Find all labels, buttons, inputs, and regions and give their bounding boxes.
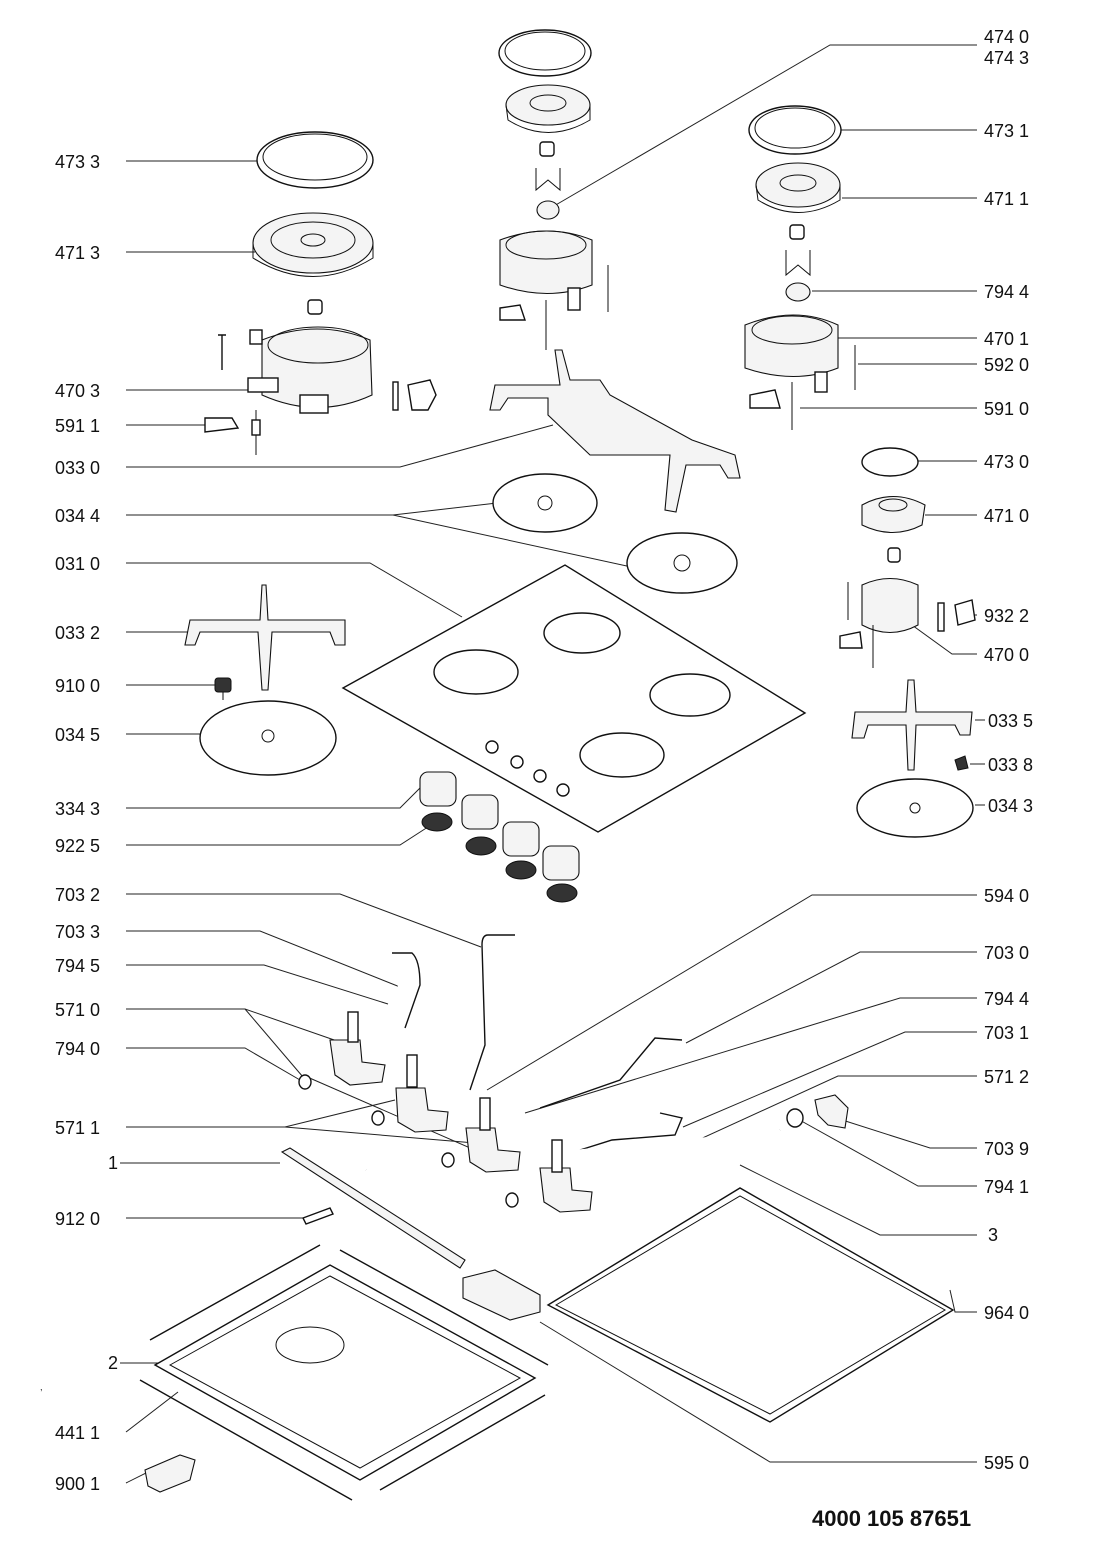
seal-964-0 bbox=[546, 1187, 955, 1423]
label-474-3: 474 3 bbox=[984, 48, 1029, 68]
label-794-4-a: 794 4 bbox=[984, 282, 1029, 302]
burner-cap-474 bbox=[498, 29, 592, 77]
clamp-900-1 bbox=[144, 1454, 196, 1493]
label-2: 2 bbox=[108, 1353, 118, 1373]
labels-left: 473 3 471 3 470 3 591 1 033 0 034 4 031 … bbox=[55, 152, 118, 1494]
burner-cap-473-3 bbox=[256, 131, 374, 189]
label-703-1: 703 1 bbox=[984, 1023, 1029, 1043]
label-592-0: 592 0 bbox=[984, 355, 1029, 375]
parts: , bbox=[40, 29, 976, 1501]
label-912-0: 912 0 bbox=[55, 1209, 100, 1229]
label-470-1: 470 1 bbox=[984, 329, 1029, 349]
burner-head-471-0 bbox=[861, 496, 926, 533]
knobs-334-3 bbox=[419, 771, 580, 881]
bottom-tray-2 bbox=[153, 1264, 537, 1481]
label-033-0: 033 0 bbox=[55, 458, 100, 478]
burner-cap-473-1 bbox=[748, 105, 842, 155]
pan-support-033-5 bbox=[851, 679, 973, 771]
label-703-3: 703 3 bbox=[55, 922, 100, 942]
label-922-5: 922 5 bbox=[55, 836, 100, 856]
label-794-1: 794 1 bbox=[984, 1177, 1029, 1197]
burner-head-474 bbox=[505, 84, 591, 133]
label-794-4-b: 794 4 bbox=[984, 989, 1029, 1009]
burner-body-470-0 bbox=[839, 577, 976, 668]
screw-912-0 bbox=[302, 1207, 334, 1225]
label-471-0: 471 0 bbox=[984, 506, 1029, 526]
label-034-3: 034 3 bbox=[988, 796, 1033, 816]
knob-bezels-922-5 bbox=[421, 812, 578, 903]
burner-tray-034-4-a bbox=[492, 473, 598, 533]
burner-body-470-3 bbox=[218, 326, 437, 414]
label-034-4: 034 4 bbox=[55, 506, 100, 526]
label-794-0: 794 0 bbox=[55, 1039, 100, 1059]
label-474-0: 474 0 bbox=[984, 27, 1029, 47]
cooktop-031-0 bbox=[341, 564, 807, 833]
label-471-1: 471 1 bbox=[984, 189, 1029, 209]
label-473-0: 473 0 bbox=[984, 452, 1029, 472]
label-591-1: 591 1 bbox=[55, 416, 100, 436]
rubber-foot-033-8 bbox=[954, 755, 969, 771]
washers bbox=[298, 1074, 804, 1208]
label-334-3: 334 3 bbox=[55, 799, 100, 819]
label-571-2: 571 2 bbox=[984, 1067, 1029, 1087]
label-900-1: 900 1 bbox=[55, 1474, 100, 1494]
label-471-3: 471 3 bbox=[55, 243, 100, 263]
label-595-0: 595 0 bbox=[984, 1453, 1029, 1473]
screw-910-0 bbox=[214, 677, 232, 700]
label-034-5: 034 5 bbox=[55, 725, 100, 745]
label-703-2: 703 2 bbox=[55, 885, 100, 905]
burner-body-center bbox=[499, 230, 609, 350]
label-031-0: 031 0 bbox=[55, 554, 100, 574]
document-number: 4000 105 87651 bbox=[812, 1506, 971, 1531]
burner-cap-473-0 bbox=[861, 447, 919, 477]
label-470-3: 470 3 bbox=[55, 381, 100, 401]
burner-head-471-3 bbox=[252, 212, 374, 277]
label-033-2: 033 2 bbox=[55, 623, 100, 643]
pan-support-033-2 bbox=[184, 584, 346, 691]
label-033-5: 033 5 bbox=[988, 711, 1033, 731]
label-473-1: 473 1 bbox=[984, 121, 1029, 141]
edge-strips-441-1 bbox=[139, 1244, 549, 1501]
burner-tray-034-4-b bbox=[626, 532, 738, 594]
front-strip-1 bbox=[280, 1147, 466, 1269]
label-470-0: 470 0 bbox=[984, 645, 1029, 665]
burner-tray-034-3 bbox=[856, 778, 974, 838]
pan-support-033-0 bbox=[489, 349, 741, 513]
label-594-0: 594 0 bbox=[984, 886, 1029, 906]
labels-right: 474 0 474 3 473 1 471 1 794 4 470 1 592 … bbox=[984, 27, 1033, 1473]
label-703-9: 703 9 bbox=[984, 1139, 1029, 1159]
label-571-1: 571 1 bbox=[55, 1118, 100, 1138]
burner-body-470-1 bbox=[744, 314, 856, 430]
elbow-703-9 bbox=[814, 1094, 849, 1129]
label-033-8: 033 8 bbox=[988, 755, 1033, 775]
label-932-2: 932 2 bbox=[984, 606, 1029, 626]
label-441-1: 441 1 bbox=[55, 1423, 100, 1443]
label-3: 3 bbox=[988, 1225, 998, 1245]
stray-mark: , bbox=[40, 1382, 43, 1392]
gas-valves-571 bbox=[329, 1011, 593, 1213]
label-964-0: 964 0 bbox=[984, 1303, 1029, 1323]
label-703-0: 703 0 bbox=[984, 943, 1029, 963]
label-1: 1 bbox=[108, 1153, 118, 1173]
label-794-5: 794 5 bbox=[55, 956, 100, 976]
label-473-3: 473 3 bbox=[55, 152, 100, 172]
label-571-0: 571 0 bbox=[55, 1000, 100, 1020]
label-910-0: 910 0 bbox=[55, 676, 100, 696]
label-591-0: 591 0 bbox=[984, 399, 1029, 419]
burner-tray-034-5 bbox=[199, 700, 337, 776]
burner-head-471-1 bbox=[755, 162, 841, 213]
ignition-module-595-0 bbox=[462, 1269, 541, 1321]
